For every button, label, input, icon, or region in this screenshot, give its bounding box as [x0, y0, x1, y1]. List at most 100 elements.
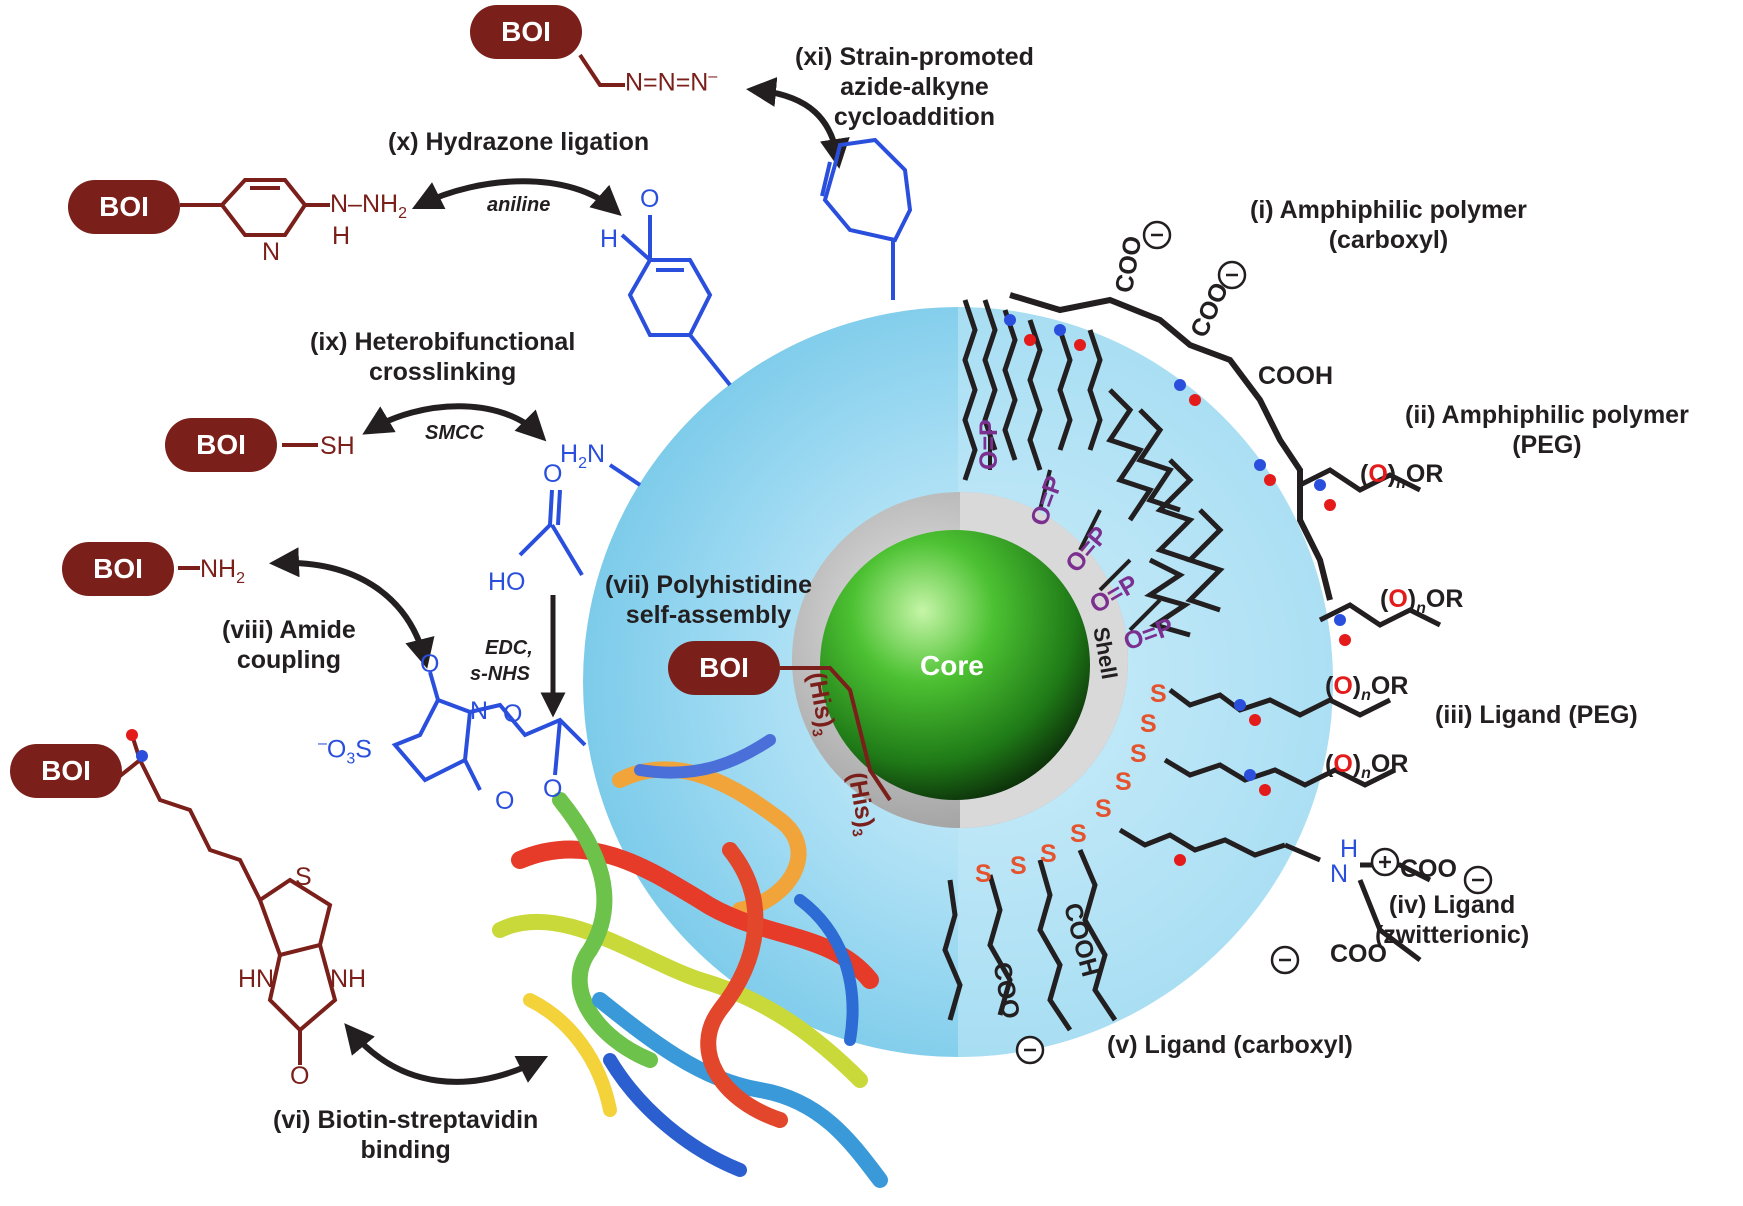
chem-peg-3-n: n — [1361, 687, 1371, 704]
streptavidin-protein — [492, 734, 888, 1188]
label-viii: (viii) Amide coupling — [222, 615, 356, 675]
chem-zw-h: H — [1340, 835, 1359, 863]
chem-peg-4-o: O — [1333, 750, 1353, 778]
boi-badge-viii: BOI — [62, 542, 174, 596]
arrow-x — [411, 178, 622, 216]
label-vi-line2: binding — [360, 1136, 451, 1164]
charge-signs — [1024, 233, 1484, 1052]
chem-nhs-n: N — [470, 697, 489, 725]
chem-s-6: S — [1070, 820, 1087, 848]
boi-badge-vii: BOI — [668, 641, 780, 695]
chem-carboxylic-o: O — [543, 460, 563, 488]
o-atom-dots — [1024, 334, 1351, 866]
chem-peg-4-or: OR — [1370, 750, 1409, 778]
label-xi: (xi) Strain-promoted azide-alkyne cycloa… — [795, 42, 1034, 132]
alkyl-chain-bundle — [962, 299, 1225, 638]
label-iv: (iv) Ligand (zwitterionic) — [1375, 890, 1529, 950]
label-vii: (vii) Polyhistidine self-assembly — [605, 570, 812, 630]
label-xi-line3: cycloaddition — [833, 103, 996, 131]
label-ii-line1: (ii) Amphiphilic polymer — [1405, 401, 1689, 429]
reagent-smcc: SMCC — [425, 422, 484, 444]
label-iv-line2: (zwitterionic) — [1375, 921, 1530, 949]
label-ii-line2: (PEG) — [1512, 431, 1582, 459]
chem-peg-3-o: O — [1333, 672, 1353, 700]
reagent-snhs: s-NHS — [470, 663, 531, 685]
chem-hydrazine-h: H — [332, 222, 351, 250]
chem-nhs-o2: O — [495, 787, 515, 815]
chem-peg-2-n: n — [1416, 600, 1426, 617]
label-ii: (ii) Amphiphilic polymer (PEG) — [1405, 400, 1689, 460]
azide-linker — [578, 53, 625, 87]
chem-azide: N=N=N– — [625, 68, 718, 97]
chem-peg-1-n: n — [1396, 475, 1406, 492]
phosphine-bonds — [988, 430, 1162, 632]
chem-peg-3-or: OR — [1370, 672, 1409, 700]
label-v: (v) Ligand (carboxyl) — [1107, 1031, 1353, 1059]
chem-nhs-o4: O — [543, 775, 563, 803]
boi-badge-x: BOI — [68, 180, 180, 234]
label-xi-line1: (xi) Strain-promoted — [795, 43, 1034, 71]
label-ix-line2: crosslinking — [369, 358, 517, 386]
chem-cooh-1: COOH — [1258, 362, 1333, 390]
chem-thiol: SH — [320, 432, 355, 460]
chem-zw-coo-1: COO — [1400, 855, 1457, 883]
chem-nhs-o1: O — [420, 650, 440, 678]
chem-peg-4-n: n — [1361, 765, 1371, 782]
label-iv-line1: (iv) Ligand — [1388, 891, 1516, 919]
label-i-line2: (carboxyl) — [1328, 226, 1449, 254]
chem-s-5: S — [1095, 795, 1112, 823]
chem-hydrazine-text: N–NH — [330, 190, 399, 218]
boi-badge-vi: BOI — [10, 744, 122, 798]
label-vi: (vi) Biotin-streptavidin binding — [273, 1105, 538, 1165]
chem-azide-text: N=N=N — [625, 68, 709, 97]
chem-peg-4: (O)nOR — [1325, 750, 1409, 782]
label-vii-line2: self-assembly — [625, 601, 792, 629]
chem-biotin-s: S — [295, 863, 312, 891]
sphere-right-half-shade — [958, 307, 1333, 1057]
cyclooctyne-ring — [820, 137, 913, 300]
chem-peg-2: (O)nOR — [1380, 585, 1464, 617]
chem-s-9: S — [975, 860, 992, 888]
chem-nhs-o3: O — [503, 700, 523, 728]
chem-amine-red-text: NH — [200, 555, 237, 583]
core-sphere — [820, 530, 1090, 800]
polyhis-tether — [780, 666, 892, 802]
chem-hydrazine: N–NH2 — [330, 190, 407, 222]
biotin-structure — [113, 734, 338, 1065]
label-ix: (ix) Heterobifunctional crosslinking — [310, 327, 575, 387]
carboxylic-acid — [518, 489, 584, 577]
label-vi-line1: (vi) Biotin-streptavidin — [273, 1106, 539, 1134]
label-x: (x) Hydrazone ligation — [388, 128, 650, 156]
label-vii-line1: (vii) Polyhistidine — [605, 571, 812, 599]
pyridine-ring — [180, 178, 330, 237]
label-viii-line1: (viii) Amide — [222, 616, 356, 644]
chem-sulfo-o: O — [326, 735, 347, 764]
chem-pyridine-n: N — [262, 238, 281, 266]
amine-linker — [608, 463, 642, 487]
chem-s-1: S — [1150, 680, 1167, 708]
benzaldehyde — [620, 215, 732, 387]
core-label: Core — [920, 650, 984, 681]
ligand-peg-chains — [1118, 688, 1397, 858]
biotin-o-atom — [126, 729, 138, 741]
chem-biotin-nh: NH — [330, 965, 367, 993]
chem-peg-1-o: O — [1368, 460, 1388, 488]
label-ix-line1: (ix) Heterobifunctional — [310, 328, 576, 356]
chem-peg-2-or: OR — [1425, 585, 1464, 613]
chem-amine-blue-h: H — [560, 440, 579, 468]
reagent-aniline: aniline — [487, 194, 551, 216]
chem-peg-2-o: O — [1388, 585, 1408, 613]
chem-sulfo: –O3S — [318, 735, 372, 768]
chem-biotin-hn: HN — [238, 965, 275, 993]
arrow-viii — [269, 547, 435, 669]
chem-aldehyde-h: H — [600, 225, 619, 253]
chem-amine-blue-n: N — [586, 440, 606, 468]
chem-s-4: S — [1115, 768, 1132, 796]
label-iii: (iii) Ligand (PEG) — [1435, 701, 1638, 729]
label-viii-line2: coupling — [236, 646, 341, 674]
chem-carboxylic-ho: HO — [488, 568, 526, 596]
boi-badge-xi: BOI — [470, 5, 582, 59]
chem-peg-1: (O)nOR — [1360, 460, 1444, 492]
peg-chains-ii — [1298, 467, 1442, 628]
